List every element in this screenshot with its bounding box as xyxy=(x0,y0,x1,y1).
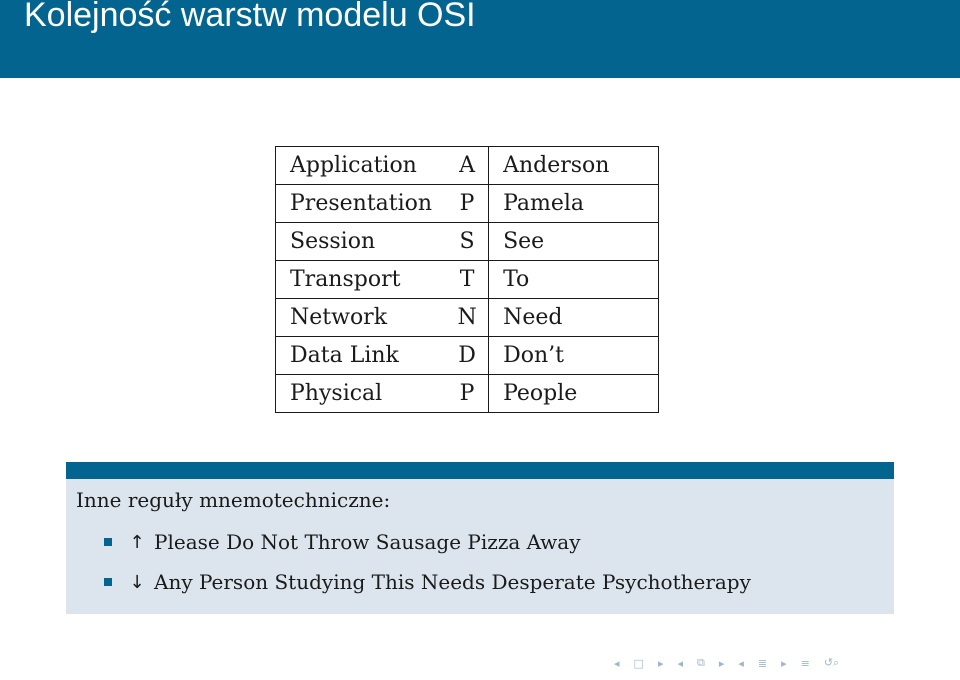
list-item: ↓ Any Person Studying This Needs Despera… xyxy=(104,570,751,594)
layer-letter: A xyxy=(446,146,490,185)
mnemonic-word: Need xyxy=(488,298,660,337)
beamer-navigation: ◂ □ ▸ ◂ ⧉ ▸ ◂ ≣ ▸ ≡ ↺⌕ xyxy=(614,656,839,670)
bullet-square-icon xyxy=(104,538,112,546)
block-title-bar xyxy=(66,462,894,479)
layer-letter: T xyxy=(446,260,490,299)
mnemonic-word: Anderson xyxy=(488,146,660,185)
table-row: Transport T To xyxy=(275,260,660,299)
layer-letter: N xyxy=(446,298,490,337)
block-heading: Inne reguły mnemotechniczne: xyxy=(76,488,391,512)
layer-name: Presentation xyxy=(275,184,447,223)
layer-letter: S xyxy=(446,222,490,261)
layer-name: Application xyxy=(275,146,447,185)
nav-align-icon[interactable]: ≡ xyxy=(800,656,810,670)
osi-mnemonic-table: Application A Anderson Presentation P Pa… xyxy=(275,146,660,413)
table-row: Data Link D Don’t xyxy=(275,336,660,375)
nav-next-subsection-icon[interactable]: ▸ xyxy=(718,656,725,670)
table-row: Network N Need xyxy=(275,298,660,337)
layer-name: Session xyxy=(275,222,447,261)
frame-header: Kolejność warstw modelu OSI xyxy=(0,0,960,78)
layer-letter: P xyxy=(446,374,490,413)
bullet-square-icon xyxy=(104,578,112,586)
mnemonic-rules-block: Inne reguły mnemotechniczne: ↑ Please Do… xyxy=(66,462,894,614)
rule-text: Any Person Studying This Needs Desperate… xyxy=(154,570,751,594)
nav-next-frame-icon[interactable]: ▸ xyxy=(657,656,664,670)
mnemonic-word: People xyxy=(488,374,660,413)
nav-prev-frame-icon[interactable]: ◂ xyxy=(614,656,620,670)
mnemonic-word: Pamela xyxy=(488,184,660,223)
mnemonic-word: To xyxy=(488,260,660,299)
list-item: ↑ Please Do Not Throw Sausage Pizza Away xyxy=(104,530,581,554)
table-row: Physical P People xyxy=(275,374,660,413)
nav-next-section-icon[interactable]: ▸ xyxy=(781,656,787,670)
mnemonic-word: See xyxy=(488,222,660,261)
layer-letter: P xyxy=(446,184,490,223)
layer-letter: D xyxy=(446,336,490,375)
nav-prev-subsection-icon[interactable]: ◂ xyxy=(677,656,683,670)
layer-name: Data Link xyxy=(275,336,447,375)
nav-section-icon[interactable]: ≣ xyxy=(757,656,768,670)
layer-name: Physical xyxy=(275,374,447,413)
arrow-up-icon: ↑ xyxy=(129,531,145,553)
table-row: Application A Anderson xyxy=(275,146,660,185)
nav-search-icon[interactable]: ↺⌕ xyxy=(823,656,840,669)
layer-name: Transport xyxy=(275,260,447,299)
nav-prev-section-icon[interactable]: ◂ xyxy=(738,656,744,670)
mnemonic-word: Don’t xyxy=(488,336,660,375)
table-row: Presentation P Pamela xyxy=(275,184,660,223)
arrow-down-icon: ↓ xyxy=(129,571,145,593)
nav-frame-icon[interactable]: □ xyxy=(633,656,644,670)
nav-subsection-icon[interactable]: ⧉ xyxy=(697,656,705,669)
layer-name: Network xyxy=(275,298,447,337)
frame-title: Kolejność warstw modelu OSI xyxy=(24,0,476,34)
rule-text: Please Do Not Throw Sausage Pizza Away xyxy=(154,530,581,554)
table-row: Session S See xyxy=(275,222,660,261)
